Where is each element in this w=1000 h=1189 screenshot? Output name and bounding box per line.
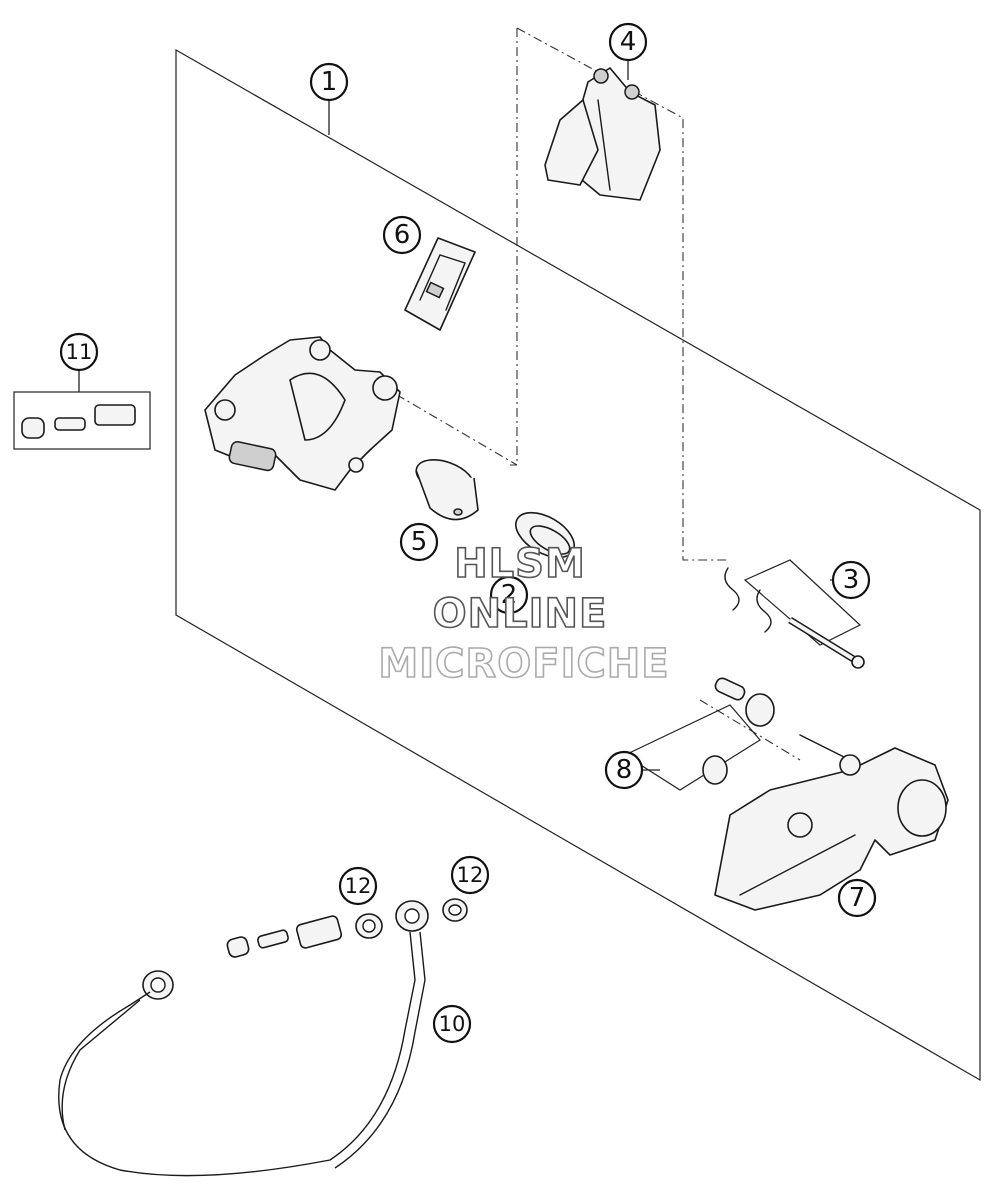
- brake-hose-assembly: [58, 898, 468, 1177]
- bleeder-kit: [21, 404, 136, 439]
- watermark-line-1: HLSM: [454, 541, 586, 587]
- callout-10-label: 10: [439, 1012, 466, 1036]
- bushing-group-sheet: [623, 704, 761, 791]
- callout-12-left-label: 12: [345, 874, 372, 898]
- callout-8: 8: [604, 750, 644, 790]
- callout-4-label: 4: [620, 27, 637, 57]
- pad-group-dashed-outline: [510, 28, 518, 466]
- callout-2: 2: [489, 575, 529, 615]
- watermark-line-2: ONLINE: [433, 591, 608, 637]
- callout-5-label: 5: [411, 527, 428, 557]
- callout-12-right-label: 12: [457, 863, 484, 887]
- callout-8-label: 8: [616, 755, 633, 785]
- caliper-axis-dashed: [379, 384, 518, 466]
- callout-7: 7: [837, 878, 877, 918]
- callout-6-label: 6: [394, 220, 411, 250]
- brake-pads: [544, 67, 661, 201]
- pad-spring: [404, 237, 476, 331]
- callout-4: 4: [608, 22, 648, 62]
- bracket-axis-dashed: [699, 699, 801, 761]
- piston-seal-rings: [515, 511, 575, 559]
- pad-group-dashed-outline-2: [516, 27, 730, 561]
- callout-11-label: 11: [66, 340, 93, 364]
- caliper-body: [204, 336, 401, 491]
- piston: [415, 458, 479, 521]
- callout-3: 3: [831, 560, 871, 600]
- callout-11: 11: [59, 332, 99, 372]
- caliper-bracket: [714, 747, 949, 911]
- callout-5: 5: [399, 522, 439, 562]
- callout-6: 6: [382, 215, 422, 255]
- watermark-line-3: MICROFICHE: [378, 641, 669, 687]
- callout-3-label: 3: [843, 565, 860, 595]
- callout-12-left: 12: [338, 866, 378, 906]
- callout-12-right: 12: [450, 855, 490, 895]
- assembly-frame-1: [175, 48, 981, 1082]
- callout-10: 10: [432, 1004, 472, 1044]
- callout-1: 1: [309, 62, 349, 102]
- watermark: HLSM ONLINE MICROFICHE: [378, 540, 670, 688]
- bleeder-kit-box: [13, 391, 151, 450]
- guide-pin-and-bushings: [702, 677, 851, 785]
- callout-2-label: 2: [501, 580, 518, 610]
- pad-pin-and-clips: [724, 567, 865, 669]
- callout-7-label: 7: [849, 883, 866, 913]
- callout-1-label: 1: [321, 67, 338, 97]
